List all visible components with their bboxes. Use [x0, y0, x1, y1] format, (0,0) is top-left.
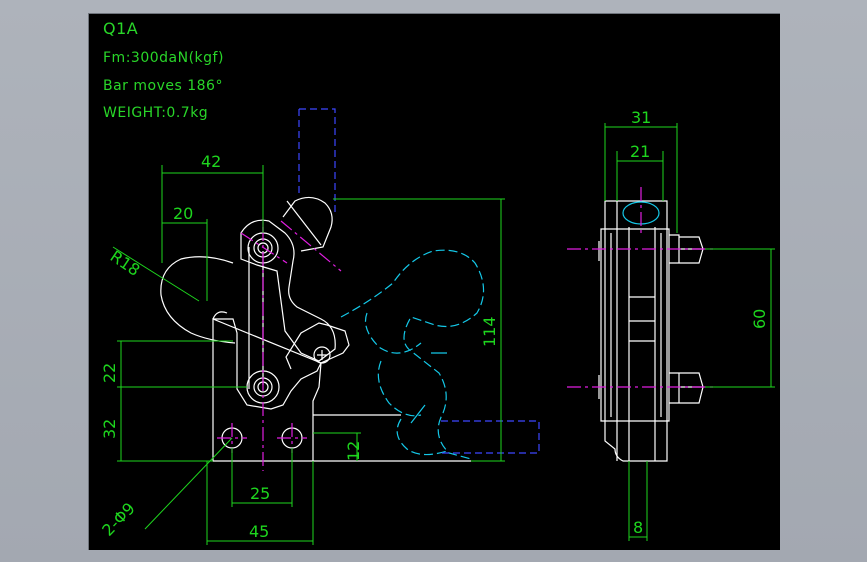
dim-42-label: 42: [201, 152, 221, 171]
dim-114-label: 114: [480, 316, 499, 347]
weight-note: WEIGHT:0.7kg: [103, 105, 208, 121]
dim-holes-label: 2-Φ9: [98, 499, 139, 540]
front-view-open: [298, 108, 540, 460]
dim-12-label: 12: [344, 441, 363, 461]
dim-22-label: 22: [100, 363, 119, 383]
dim-20-label: 20: [173, 204, 193, 223]
dim-r18-label: R18: [107, 247, 144, 280]
dim-60-label: 60: [750, 309, 769, 329]
clamp-drawing: Q1A Fm:300daN(kgf) Bar moves 186° WEIGHT…: [98, 19, 775, 545]
dim-45-label: 45: [249, 522, 269, 541]
side-centerlines: [567, 187, 715, 388]
front-dimensions: 42 20 R18 114 22: [98, 152, 505, 545]
dim-8-label: 8: [633, 518, 643, 537]
dim-31-label: 31: [631, 108, 651, 127]
drawing-canvas[interactable]: Q1A Fm:300daN(kgf) Bar moves 186° WEIGHT…: [88, 13, 780, 550]
bar-note: Bar moves 186°: [103, 78, 223, 94]
title-note: Q1A: [103, 19, 138, 38]
side-view: [598, 200, 704, 462]
side-dimensions: 31 21 60 8: [604, 108, 775, 541]
dim-32-label: 32: [100, 419, 119, 439]
force-note: Fm:300daN(kgf): [103, 50, 224, 66]
dim-25-label: 25: [250, 484, 270, 503]
dim-21-label: 21: [630, 142, 650, 161]
